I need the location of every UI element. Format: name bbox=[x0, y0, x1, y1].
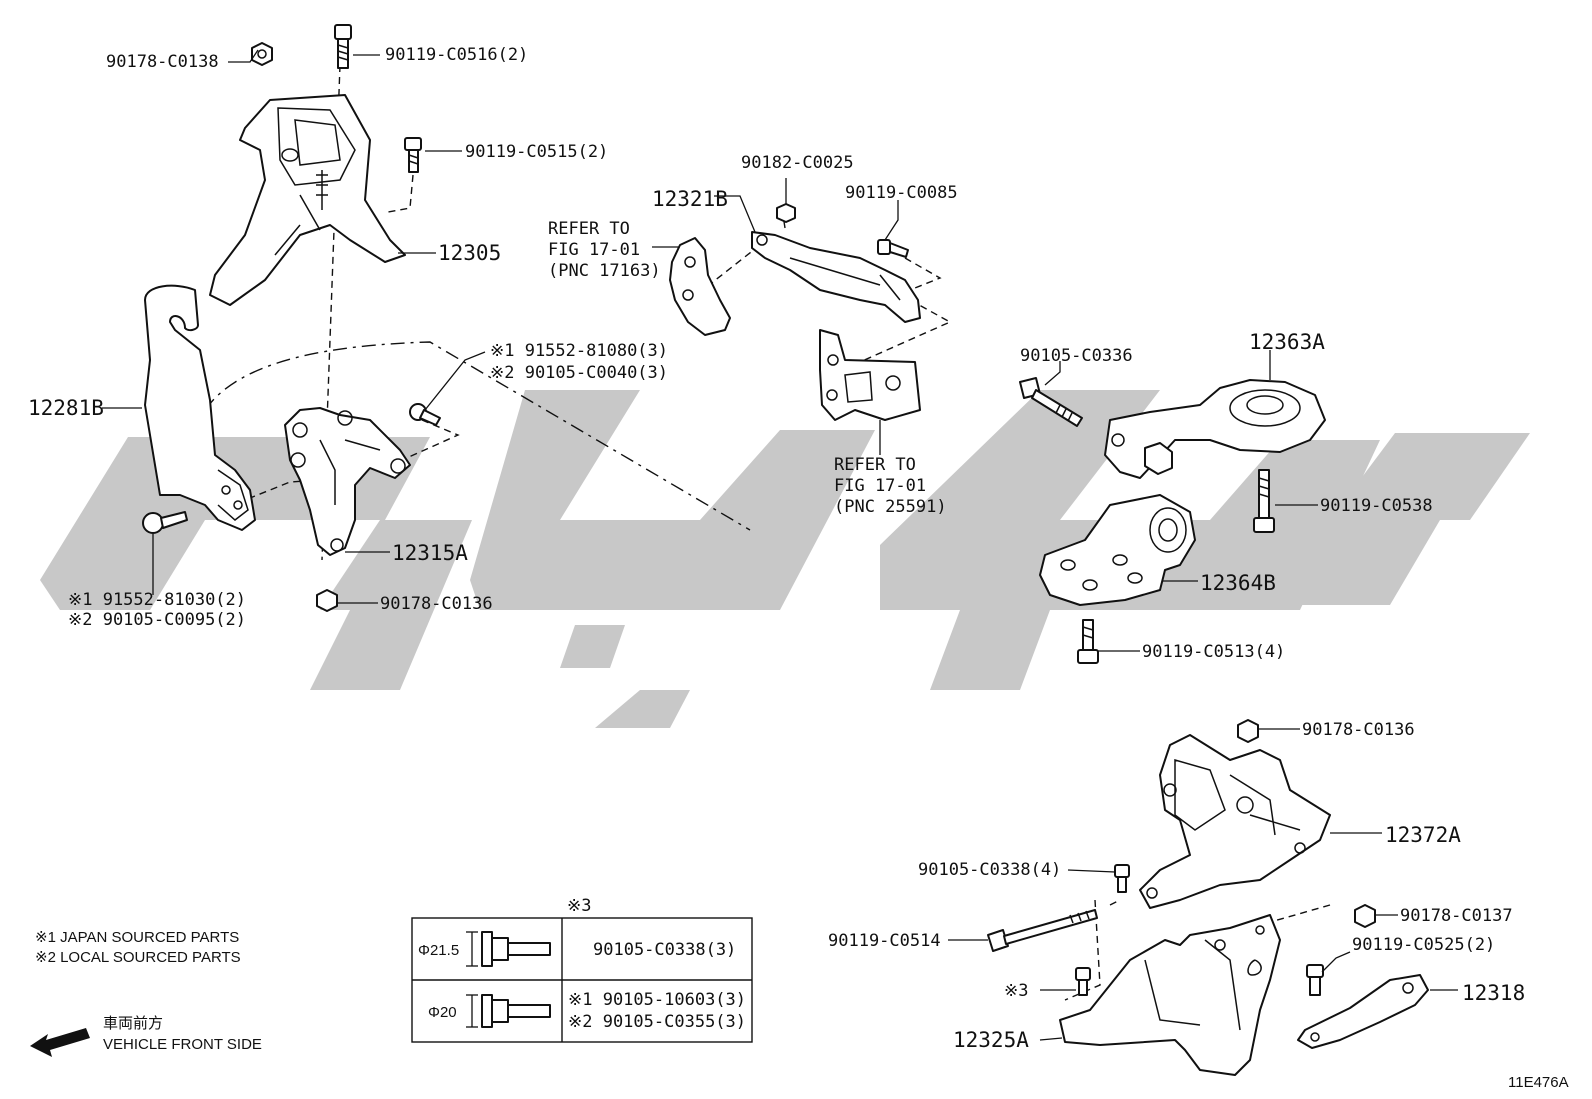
bolt-drawing-b bbox=[466, 994, 551, 1028]
callout-91552-81080: ※1 91552-81080(3) bbox=[490, 341, 668, 361]
callout-90119-C0525: 90119-C0525(2) bbox=[1352, 935, 1495, 955]
refer-text-b1: REFER TO bbox=[834, 455, 916, 475]
bolt-90119-C0514 bbox=[987, 909, 1098, 952]
bolt-90119-C0538 bbox=[1253, 469, 1275, 533]
bolt-part-b1: ※1 90105-10603(3) bbox=[568, 990, 746, 1010]
callout-90178-C0138: 90178-C0138 bbox=[106, 52, 219, 72]
bolt-table-title: ※3 bbox=[567, 896, 591, 916]
bolt-91552-81030 bbox=[142, 511, 188, 534]
callout-90105-C0338: 90105-C0338(4) bbox=[918, 860, 1061, 880]
refer-text-a1: REFER TO bbox=[548, 219, 630, 239]
bolt-90119-C0085 bbox=[877, 239, 909, 258]
callout-note-3: ※3 bbox=[1004, 981, 1028, 1001]
bolt-drawing-a bbox=[466, 931, 551, 967]
vehicle-front-en: VEHICLE FRONT SIDE bbox=[103, 1036, 262, 1053]
bolt-table: ※3 Φ21.5 90105-C0338(3) Φ20 ※1 90105-106… bbox=[411, 896, 753, 1043]
alignment-line bbox=[859, 299, 952, 363]
callout-12363A: 12363A bbox=[1249, 330, 1325, 354]
callout-90119-C0514: 90119-C0514 bbox=[828, 931, 941, 951]
refer-bracket-17163 bbox=[669, 237, 731, 336]
refer-text-a3: (PNC 17163) bbox=[548, 261, 661, 281]
part-12321B-stay bbox=[751, 231, 921, 323]
alignment-line bbox=[904, 257, 942, 291]
callout-90119-C0513: 90119-C0513(4) bbox=[1142, 642, 1285, 662]
refer-text-a2: FIG 17-01 bbox=[548, 240, 640, 260]
bolt-90119-C0516 bbox=[334, 24, 352, 69]
bolt-part-a: 90105-C0338(3) bbox=[593, 940, 736, 960]
callout-12305: 12305 bbox=[438, 241, 501, 265]
callout-90105-C0336: 90105-C0336 bbox=[1020, 346, 1133, 366]
callout-12315A: 12315A bbox=[392, 541, 468, 565]
refer-text-b2: FIG 17-01 bbox=[834, 476, 926, 496]
part-12305-mount bbox=[209, 94, 406, 306]
nut-90182-C0025 bbox=[776, 203, 796, 223]
callout-12372A: 12372A bbox=[1385, 823, 1461, 847]
diagram-id: 11E476A bbox=[1508, 1074, 1569, 1091]
callout-12318: 12318 bbox=[1462, 981, 1525, 1005]
alignment-line bbox=[387, 174, 414, 213]
callout-90105-C0040: ※2 90105-C0040(3) bbox=[490, 363, 668, 383]
bolt-90119-C0513 bbox=[1077, 619, 1099, 664]
note-japan-sourced: ※1 JAPAN SOURCED PARTS bbox=[35, 929, 239, 946]
callout-90119-C0085: 90119-C0085 bbox=[845, 183, 958, 203]
callout-12281B: 12281B bbox=[28, 396, 104, 420]
part-12315A-bracket bbox=[284, 407, 411, 556]
callout-90119-C0538: 90119-C0538 bbox=[1320, 496, 1433, 516]
alignment-line bbox=[1109, 899, 1121, 906]
bolt-91552-81080 bbox=[409, 403, 441, 426]
callout-12321B: 12321B bbox=[652, 187, 728, 211]
bolt-90105-C0336 bbox=[1019, 377, 1083, 427]
note-local-sourced: ※2 LOCAL SOURCED PARTS bbox=[35, 949, 241, 966]
callout-90178-C0136-b: 90178-C0136 bbox=[1302, 720, 1415, 740]
callout-90178-C0136-a: 90178-C0136 bbox=[380, 594, 493, 614]
alignment-line bbox=[1064, 899, 1101, 1001]
nut-90178-C0136-a bbox=[316, 589, 338, 612]
bolt-size-20: Φ20 bbox=[428, 1004, 457, 1021]
callout-90119-C0515: 90119-C0515(2) bbox=[465, 142, 608, 162]
vehicle-front-jp: 車両前方 bbox=[103, 1015, 163, 1032]
callout-90119-C0516: 90119-C0516(2) bbox=[385, 45, 528, 65]
part-12364B-mount bbox=[1039, 494, 1196, 606]
nut-90178-C0136-b bbox=[1237, 719, 1259, 743]
leader-lines bbox=[102, 49, 1458, 1041]
nut-90178-C0137 bbox=[1354, 904, 1376, 928]
callout-91552-81030: ※1 91552-81030(2) bbox=[68, 590, 246, 610]
bolt-part-b2: ※2 90105-C0355(3) bbox=[568, 1012, 746, 1032]
callout-90105-C0095: ※2 90105-C0095(2) bbox=[68, 610, 246, 630]
callout-12325A: 12325A bbox=[953, 1028, 1029, 1052]
part-12372A-trans-mount bbox=[1139, 734, 1331, 909]
callout-90182-C0025: 90182-C0025 bbox=[741, 153, 854, 173]
callout-90178-C0137: 90178-C0137 bbox=[1400, 906, 1513, 926]
refer-bracket-25591 bbox=[819, 329, 921, 421]
callout-12364B: 12364B bbox=[1200, 571, 1276, 595]
part-12318-stay bbox=[1297, 974, 1429, 1049]
refer-text-b3: (PNC 25591) bbox=[834, 497, 947, 517]
bolt-size-21-5: Φ21.5 bbox=[418, 942, 459, 959]
part-12281B-hanger bbox=[144, 284, 256, 531]
bolt-90119-C0515 bbox=[404, 137, 422, 173]
part-12363A-rear-mount bbox=[1104, 379, 1326, 479]
arrow-left-icon bbox=[30, 1028, 90, 1057]
bolt-note-3 bbox=[1075, 967, 1091, 996]
bolt-90119-C0525 bbox=[1306, 964, 1324, 996]
part-12325A-bracket bbox=[1059, 914, 1281, 1076]
bolt-90105-C0338 bbox=[1114, 864, 1130, 893]
